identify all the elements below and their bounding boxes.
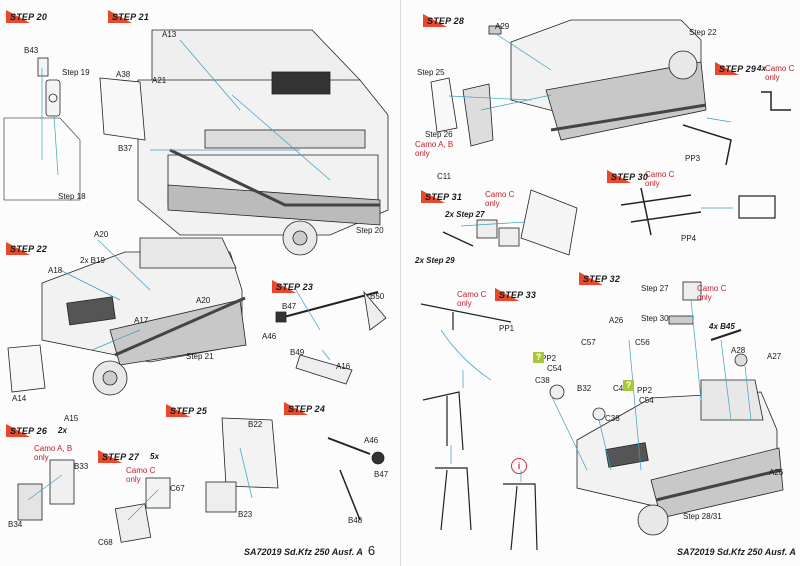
step-26-qty: 2x (58, 426, 67, 435)
part-a17: A17 (134, 316, 149, 325)
step-22-tag: STEP 22 (6, 242, 47, 255)
part-c38-b: C38 (605, 414, 620, 423)
part-a27: A27 (767, 352, 782, 361)
part-a16: A16 (336, 362, 351, 371)
camo-note-step-27: Camo C only (126, 466, 156, 484)
camo-note-step-29: Camo C only (765, 64, 795, 82)
page-7: STEP 28 STEP 29 4x STEP 30 STEP 31 STEP … (400, 0, 800, 566)
part-c67: C67 (170, 484, 185, 493)
step-27-qty: 5x (150, 452, 159, 461)
camo-note-step-33: Camo C only (457, 290, 487, 308)
step-28-tag: STEP 28 (423, 14, 464, 27)
left-page-drawings (3, 29, 389, 543)
part-b43: B43 (24, 46, 39, 55)
part-b47: B47 (282, 302, 297, 311)
step-33-tag: STEP 33 (495, 288, 536, 301)
camo-note-step-26: Camo A, B only (34, 444, 73, 462)
info-icon: i (511, 458, 527, 474)
step-21-tag: STEP 21 (108, 10, 149, 23)
camo-note-step-31: Camo C only (485, 190, 515, 208)
footer-right-title: SA72019 Sd.Kfz 250 Ausf. A (677, 547, 796, 557)
part-c54: C54 (547, 364, 562, 373)
ref-step-29-x2: 2x Step 29 (415, 256, 455, 265)
part-a14: A14 (12, 394, 27, 403)
right-page-drawings (420, 19, 791, 551)
part-a28: A28 (731, 346, 746, 355)
part-a26: A26 (609, 316, 624, 325)
ref-step-27-x2: 2x Step 27 (445, 210, 485, 219)
part-b48: B48 (348, 516, 363, 525)
part-b49: B49 (290, 348, 305, 357)
part-a15: A15 (64, 414, 79, 423)
step-27-tag: STEP 27 (98, 450, 139, 463)
part-b34: B34 (8, 520, 23, 529)
ref-step-27: Step 27 (641, 284, 669, 293)
page-number-6: 6 (367, 543, 376, 558)
part-a21: A21 (152, 76, 167, 85)
part-b47-b: B47 (374, 470, 389, 479)
part-a13: A13 (162, 30, 177, 39)
camo-note-step-30: Camo C only (645, 170, 675, 188)
footer-left: SA72019 Sd.Kfz 250 Ausf. A 6 (244, 543, 375, 558)
part-c57: C57 (581, 338, 596, 347)
step-23-tag: STEP 23 (272, 280, 313, 293)
part-c38: C38 (535, 376, 550, 385)
part-a38: A38 (116, 70, 131, 79)
ref-step-25: Step 25 (417, 68, 445, 77)
part-b33: B33 (74, 462, 89, 471)
part-b37: B37 (118, 144, 133, 153)
ref-step-18: Step 18 (58, 192, 86, 201)
step-29-tag: STEP 29 (715, 62, 756, 75)
step-24-tag: STEP 24 (284, 402, 325, 415)
ref-step-30: Step 30 (641, 314, 669, 323)
part-c54-b: C54 (639, 396, 654, 405)
ref-step-19: Step 19 (62, 68, 90, 77)
part-b22: B22 (248, 420, 263, 429)
ref-step-21: Step 21 (186, 352, 214, 361)
step-25-tag: STEP 25 (166, 404, 207, 417)
step-31-tag: STEP 31 (421, 190, 462, 203)
part-b32: B32 (577, 384, 592, 393)
camo-note-step-32: Camo C only (697, 284, 727, 302)
ref-step-28-31: Step 28/31 (683, 512, 722, 521)
part-a20: A20 (94, 230, 109, 239)
part-c40: C40 (613, 384, 628, 393)
part-pp1: PP1 (499, 324, 515, 333)
part-c11: C11 (437, 172, 452, 181)
step-20-tag: STEP 20 (6, 10, 47, 23)
ref-step-26: Step 26 (425, 130, 453, 139)
camo-note-step-28: Camo A, B only (415, 140, 454, 158)
step-32-tag: STEP 32 (579, 272, 620, 285)
part-c56: C56 (635, 338, 650, 347)
question-mark-icon: ? (533, 352, 544, 363)
part-pp2: PP2 (541, 354, 557, 363)
part-a18: A18 (48, 266, 63, 275)
part-pp4: PP4 (681, 234, 697, 243)
part-b45-x4: 4x B45 (709, 322, 735, 331)
part-a26-b: A26 (769, 468, 784, 477)
ref-step-22: Step 22 (689, 28, 717, 37)
page-6: STEP 20 STEP 21 STEP 22 STEP 23 STEP 24 … (3, 10, 389, 558)
step-26-tag: STEP 26 (6, 424, 47, 437)
part-b50: B50 (370, 292, 385, 301)
step-29-qty: 4x (757, 64, 766, 73)
part-a20-b: A20 (196, 296, 211, 305)
footer-left-title: SA72019 Sd.Kfz 250 Ausf. A (244, 547, 363, 557)
part-a29: A29 (495, 22, 510, 31)
step-30-tag: STEP 30 (607, 170, 648, 183)
part-a46-b: A46 (364, 436, 379, 445)
part-b23: B23 (238, 510, 253, 519)
part-b19: 2x B19 (80, 256, 105, 265)
part-a46: A46 (262, 332, 277, 341)
ref-step-20: Step 20 (356, 226, 384, 235)
part-c68: C68 (98, 538, 113, 547)
part-pp3: PP3 (685, 154, 701, 163)
part-pp2-b: PP2 (637, 386, 653, 395)
footer-right: SA72019 Sd.Kfz 250 Ausf. A7 (677, 543, 800, 558)
question-mark-icon-2: ? (623, 380, 634, 391)
